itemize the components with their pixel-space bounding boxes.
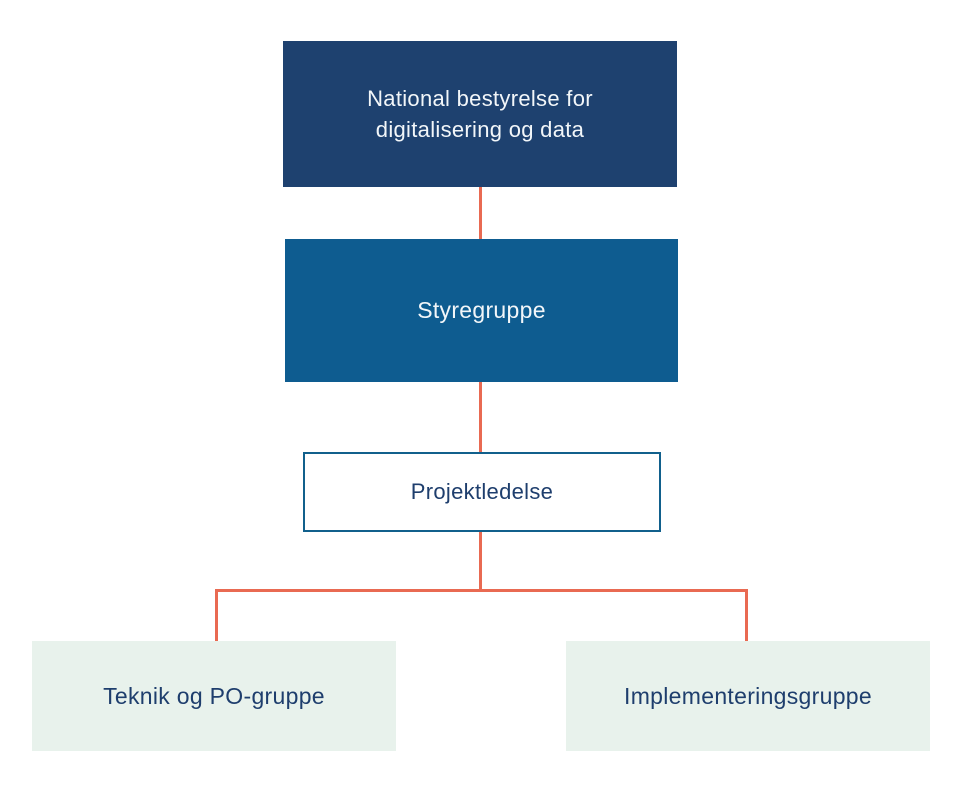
node-implementeringsgruppe-label: Implementeringsgruppe <box>624 682 872 709</box>
node-projektledelse: Projektledelse <box>303 452 661 532</box>
node-national-bestyrelse: National bestyrelse for digitalisering o… <box>283 41 677 187</box>
node-styregruppe: Styregruppe <box>285 239 678 382</box>
connector-board-to-steering <box>479 187 482 239</box>
connector-horizontal-branch <box>215 589 748 592</box>
connector-drop-to-teknik <box>215 589 218 641</box>
node-national-bestyrelse-label: National bestyrelse for digitalisering o… <box>367 86 593 142</box>
node-projektledelse-label: Projektledelse <box>410 479 554 504</box>
node-styregruppe-label: Styregruppe <box>417 297 546 323</box>
node-teknik-og-po-gruppe: Teknik og PO-gruppe <box>32 641 396 751</box>
connector-steering-to-projectlead <box>479 382 482 452</box>
node-teknik-og-po-gruppe-label: Teknik og PO-gruppe <box>103 682 325 709</box>
connector-drop-to-implementering <box>745 589 748 641</box>
connector-projectlead-stem <box>479 532 482 591</box>
node-implementeringsgruppe: Implementeringsgruppe <box>566 641 930 751</box>
